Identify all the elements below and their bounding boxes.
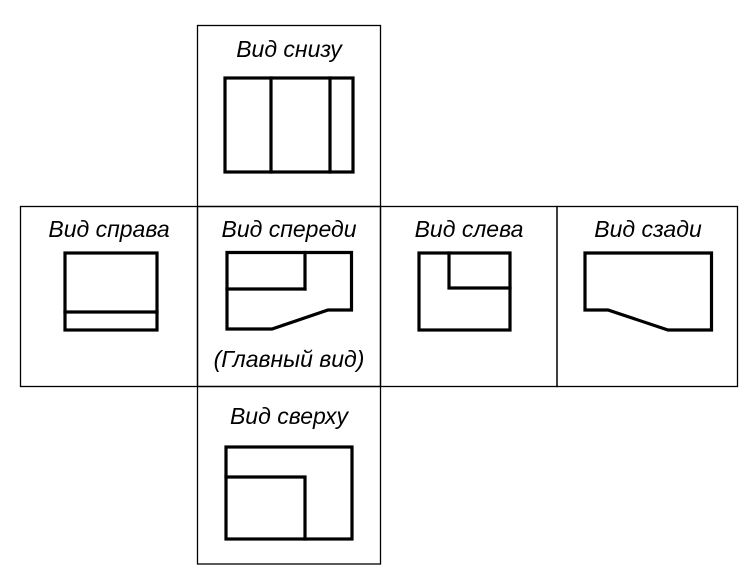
right-view-outline [63,251,159,332]
cell-rear-view [556,205,739,388]
rear-view-label: Вид сзади [594,216,702,242]
front-view-drawing [225,250,354,331]
rear-view-drawing [583,251,714,332]
right-view-drawing [63,251,159,332]
front-view-label: Вид спереди [221,216,356,242]
cell-top-view [196,385,382,565]
left-view-outline [417,251,512,332]
bottom-view-drawing [223,76,355,174]
bottom-view-label: Вид снизу [236,36,343,62]
top-view-outline [224,445,354,541]
top-view-label: Вид сверху [230,403,350,429]
front-view-sublabel: (Главный вид) [214,346,365,372]
front-view-outline [225,250,354,331]
top-view-edge-line [224,475,307,541]
left-view-label: Вид слева [415,216,524,242]
left-view-drawing [417,251,512,332]
left-view-edge-line [447,251,512,290]
top-view-drawing [224,445,354,541]
right-view-label: Вид справа [48,216,169,242]
bottom-view-outline [223,76,355,174]
rear-view-outline [583,251,714,332]
